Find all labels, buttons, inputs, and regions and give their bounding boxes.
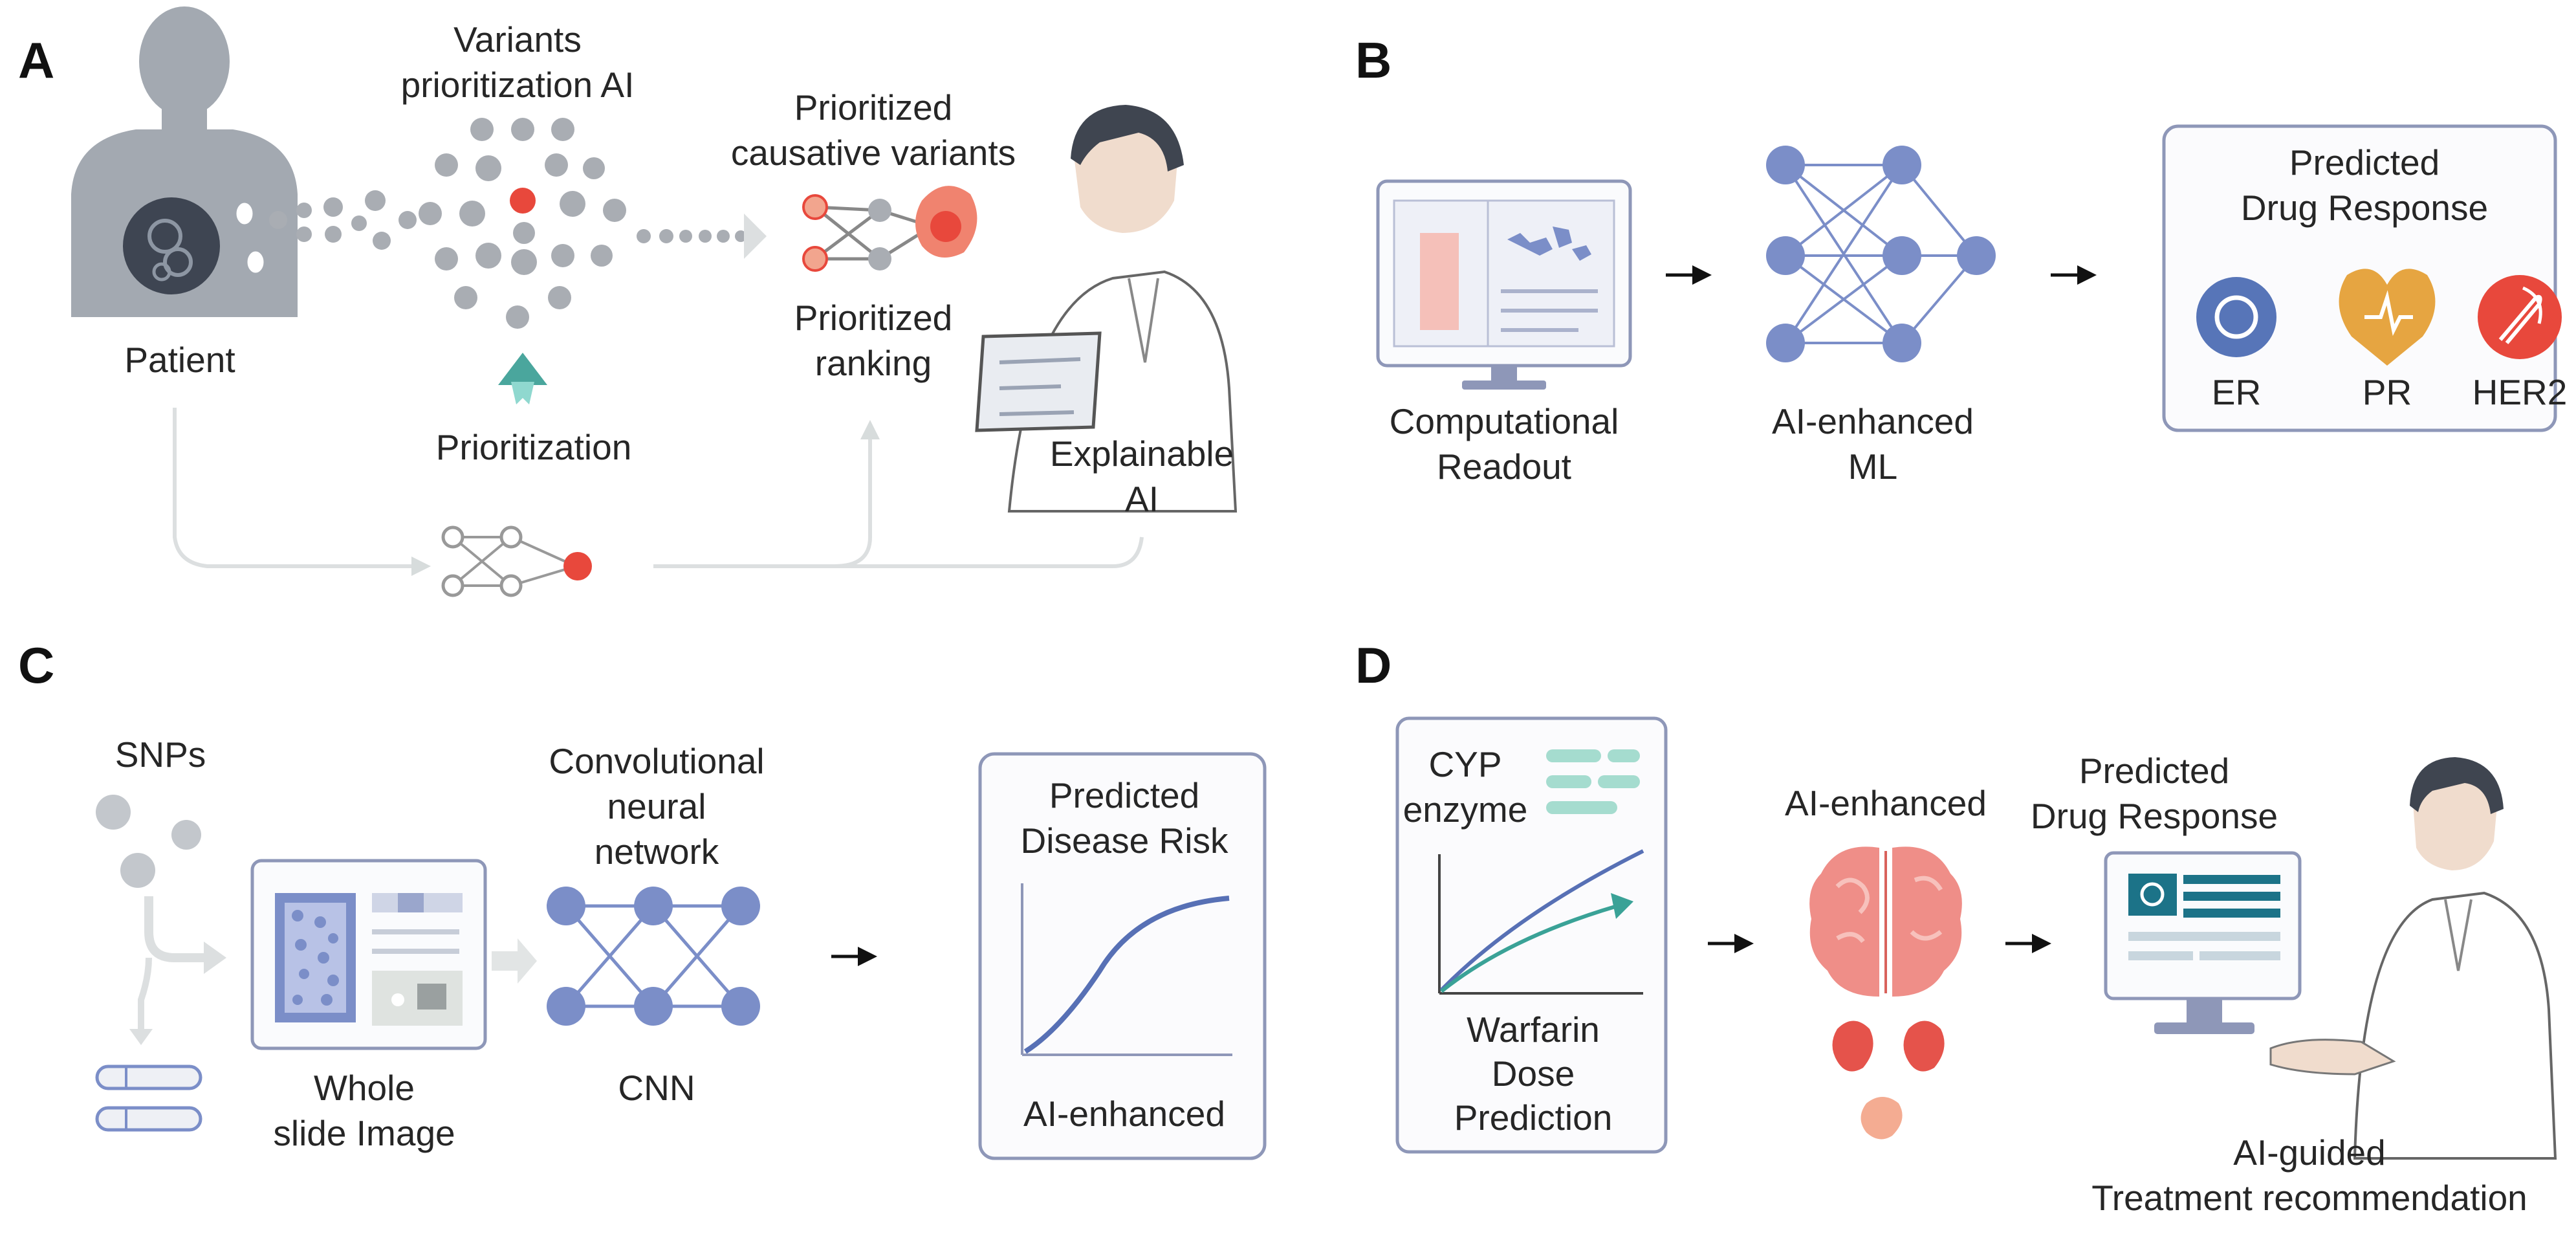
feedback-path bbox=[173, 408, 1144, 597]
whole-slide-image-icon bbox=[250, 859, 487, 1050]
d-response-title-line2: Drug Response bbox=[2031, 796, 2278, 836]
drug-response-title-line2: Drug Response bbox=[2241, 188, 2488, 228]
causative-label-line2: causative variants bbox=[731, 133, 1016, 173]
patient-label: Patient bbox=[124, 340, 235, 380]
pr-icon bbox=[2339, 269, 2436, 366]
cnn-title-line2: neural bbox=[607, 786, 706, 826]
warfarin-label-line2: Dose bbox=[1492, 1054, 1575, 1094]
snp-dots bbox=[96, 795, 201, 888]
clinician-figure bbox=[975, 105, 1238, 513]
risk-curve-plot bbox=[1021, 883, 1232, 1056]
wsi-label-line2: slide Image bbox=[273, 1113, 455, 1153]
dot-stream-to-ranking bbox=[637, 229, 747, 243]
drug-response-title-line1: Predicted bbox=[2289, 142, 2440, 182]
her2-icon bbox=[2478, 275, 2562, 359]
disease-risk-footer: AI-enhanced bbox=[1023, 1094, 1225, 1134]
brain-icon bbox=[1809, 846, 1962, 1140]
her2-label: HER2 bbox=[2472, 372, 2568, 412]
cnn-title-line3: network bbox=[595, 832, 719, 872]
sequencing-tubes-icon bbox=[95, 1065, 202, 1132]
snps-label: SNPs bbox=[115, 734, 206, 775]
cyp-label-line1: CYP bbox=[1428, 744, 1501, 784]
causative-variant-network bbox=[802, 186, 977, 272]
guided-label-line2: Treatment recommendation bbox=[2091, 1178, 2527, 1218]
er-label: ER bbox=[2212, 372, 2261, 412]
prioritization-label: Prioritization bbox=[436, 427, 632, 467]
disease-risk-box bbox=[978, 752, 1267, 1160]
cnn-label: CNN bbox=[618, 1068, 695, 1108]
explainable-label-line2: AI bbox=[1125, 479, 1159, 519]
cnn-network-icon bbox=[547, 887, 760, 1026]
panel-a-label: A bbox=[18, 32, 54, 89]
er-icon bbox=[2196, 277, 2276, 357]
explainable-label-line1: Explainable bbox=[1050, 434, 1234, 474]
disease-risk-title-line1: Predicted bbox=[1049, 775, 1199, 815]
wsi-label-line1: Whole bbox=[314, 1068, 415, 1108]
d-ai-enhanced-label: AI-enhanced bbox=[1785, 783, 1987, 823]
prioritized-variant-dot bbox=[510, 188, 536, 214]
panel-d-label: D bbox=[1355, 637, 1392, 694]
wsi-to-cnn-arrow bbox=[492, 938, 537, 984]
stream-arrow-head bbox=[744, 214, 767, 259]
ranking-label-line2: ranking bbox=[815, 343, 932, 383]
doctor-figure bbox=[2269, 757, 2557, 1160]
warfarin-label-line1: Warfarin bbox=[1467, 1010, 1600, 1050]
guided-label-line1: AI-guided bbox=[2233, 1132, 2385, 1173]
ml-network-icon bbox=[1766, 146, 1996, 362]
dose-plot bbox=[1438, 849, 1644, 995]
ml-label-line2: ML bbox=[1848, 447, 1897, 487]
ml-label-line1: AI-enhanced bbox=[1772, 401, 1974, 441]
cyp-label-line2: enzyme bbox=[1403, 789, 1528, 830]
disease-risk-title-line2: Disease Risk bbox=[1021, 821, 1228, 861]
warfarin-box bbox=[1395, 716, 1668, 1154]
readout-label-line2: Readout bbox=[1437, 447, 1571, 487]
causative-label-line1: Prioritized bbox=[794, 87, 953, 127]
variant-dot-cluster bbox=[419, 118, 626, 329]
treatment-monitor bbox=[2104, 851, 2302, 1034]
panel-c-label: C bbox=[18, 637, 54, 694]
cnn-title-line1: Convolutional bbox=[549, 741, 764, 781]
pr-label: PR bbox=[2363, 372, 2412, 412]
readout-label-line1: Computational bbox=[1390, 401, 1619, 441]
panel-b-label: B bbox=[1355, 32, 1392, 89]
d-response-title-line1: Predicted bbox=[2079, 751, 2229, 791]
warfarin-label-line3: Prediction bbox=[1454, 1098, 1613, 1138]
patient-figure bbox=[71, 6, 298, 317]
readout-monitor bbox=[1376, 179, 1632, 390]
snp-flow-arrows bbox=[129, 896, 226, 1045]
cyp-text-lines-icon bbox=[1546, 749, 1640, 814]
variants-ai-label-line2: prioritization AI bbox=[401, 65, 635, 105]
variant-dot-stream bbox=[269, 190, 417, 250]
ranking-label-line1: Prioritized bbox=[794, 298, 953, 338]
variants-ai-label-line1: Variants bbox=[453, 19, 582, 60]
prioritization-arrow-icon bbox=[498, 353, 547, 404]
